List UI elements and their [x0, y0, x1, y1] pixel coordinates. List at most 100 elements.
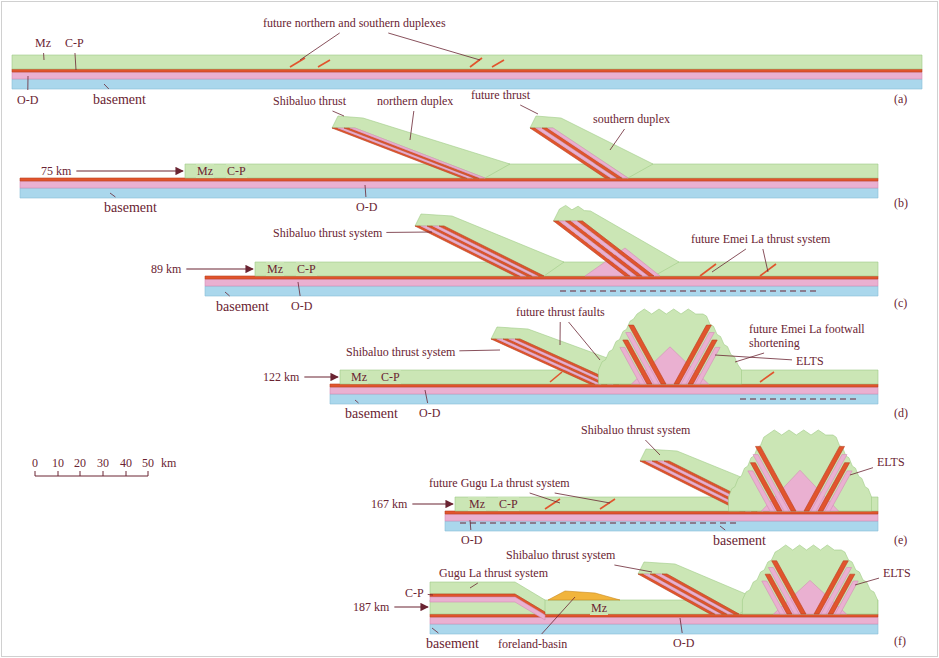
section-label: O-D	[418, 406, 441, 420]
leader-line	[530, 493, 560, 503]
leader-line	[104, 84, 109, 89]
section-label: (a)	[893, 92, 908, 106]
scale-bar	[35, 476, 148, 477]
leader-line	[569, 322, 600, 360]
fault-line	[760, 264, 776, 276]
cp-layer	[445, 511, 878, 514]
section-label: (b)	[893, 196, 909, 210]
basement-layer	[330, 394, 878, 404]
section-label: future northern and southern duplexes	[262, 16, 447, 30]
leader-line	[720, 526, 725, 530]
shortening-arrow	[304, 376, 338, 377]
section-label: Shibaluo thrust system	[505, 548, 616, 562]
leader-line	[410, 111, 414, 140]
leader-line	[388, 33, 480, 60]
section-label: C-P	[498, 497, 519, 511]
cp-layer	[430, 614, 878, 617]
leader-line	[850, 468, 873, 475]
section-label: C-P	[404, 586, 425, 600]
section-label: basement	[712, 533, 767, 549]
section-label: 187 km	[352, 600, 390, 614]
mz-layer	[255, 262, 878, 276]
shortening-arrow	[412, 503, 453, 504]
section-label: ELTS	[882, 566, 912, 580]
thrust-slice	[748, 471, 775, 511]
leader-line	[645, 440, 660, 455]
section-label: future thrust	[470, 88, 531, 102]
section-label: 75 km	[40, 164, 72, 178]
fault-line	[492, 60, 504, 67]
thrust-slice	[578, 221, 655, 276]
od-layer	[20, 181, 878, 188]
leader-line	[27, 76, 28, 90]
thrust-slice	[695, 347, 720, 384]
section-label: northern duplex	[376, 94, 454, 108]
od-layer	[445, 514, 878, 521]
scale-tick	[126, 471, 127, 476]
fault-line	[700, 264, 716, 276]
scale-tick	[35, 471, 36, 476]
section-label: 122 km	[262, 370, 300, 384]
section-label: C-P	[380, 370, 401, 384]
section-label: Mz	[350, 370, 368, 384]
thrust-slice	[572, 221, 649, 276]
section-label: 20	[73, 456, 87, 470]
scale-tick	[148, 471, 149, 476]
section-label: basement	[425, 636, 480, 652]
thrust-slice	[644, 574, 721, 614]
section-label: basement	[215, 299, 270, 315]
thrust-slice	[650, 574, 727, 614]
leader-line	[680, 618, 682, 633]
leader-line	[712, 249, 746, 272]
thrust-slice	[503, 339, 607, 384]
thrust-slice	[332, 128, 467, 178]
section-label: Mz	[590, 601, 608, 615]
thrust-sheet-cap	[554, 205, 680, 276]
thrust-slice	[350, 128, 485, 178]
elts-cap	[742, 545, 877, 614]
thrust-slice	[762, 581, 785, 614]
fault-line	[470, 58, 482, 67]
od-layer	[12, 72, 922, 79]
basement-layer	[205, 286, 878, 296]
section-label: Shibaluo thrust system	[272, 226, 383, 240]
mz-layer	[12, 55, 922, 69]
leader-line	[365, 185, 367, 197]
leader-line	[225, 292, 230, 296]
cp-layer	[12, 69, 922, 72]
section-label: 89 km	[150, 262, 182, 276]
thrust-slice	[530, 128, 610, 178]
shortening-arrow	[186, 268, 253, 269]
thrust-slice	[497, 339, 601, 384]
section-label: O-D	[290, 299, 313, 313]
thrust-slice	[542, 128, 622, 178]
section-label: 40	[119, 456, 133, 470]
thrust-slice	[566, 221, 643, 276]
thrust-slice	[338, 128, 473, 178]
thrust-slice	[560, 221, 637, 276]
thrust-slice	[509, 339, 613, 384]
leader-line	[425, 390, 428, 403]
section-label: 50	[141, 456, 155, 470]
detachment-line	[460, 523, 740, 524]
section-label: 30	[96, 456, 110, 470]
scale-tick	[80, 471, 81, 476]
leader-line	[298, 282, 300, 296]
fault-line	[318, 60, 330, 67]
thrust-slice	[662, 574, 739, 614]
section-label: Mz	[196, 164, 214, 178]
section-label: future Emei La thrust system	[690, 232, 831, 246]
leader-line	[610, 129, 625, 150]
thrust-slice	[536, 128, 616, 178]
section-label: O-D	[672, 636, 695, 650]
section-label: foreland-basin	[497, 637, 568, 651]
foreland-basin-fill	[548, 591, 620, 600]
leader-line	[300, 33, 340, 60]
thrust-sheet-cap	[638, 562, 760, 614]
od-layer	[430, 617, 878, 624]
mz-layer	[185, 164, 878, 178]
fault-line	[550, 372, 562, 382]
fault-line	[290, 58, 305, 67]
